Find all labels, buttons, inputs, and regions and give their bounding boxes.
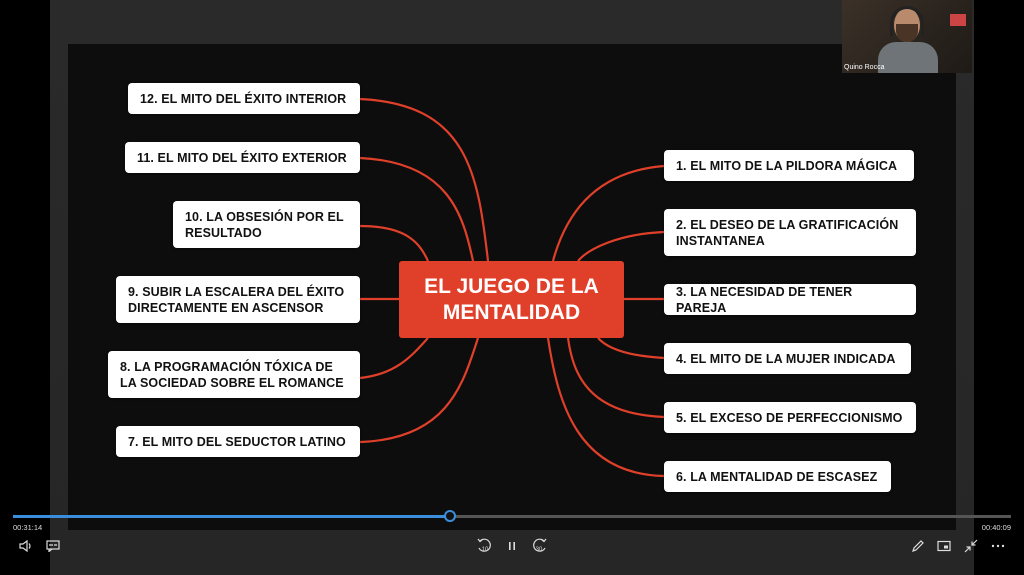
subtitles-button[interactable]: [43, 537, 63, 555]
miniplayer-icon: [937, 540, 951, 552]
node-4: 4. EL MITO DE LA MUJER INDICADA: [664, 343, 911, 374]
more-button[interactable]: [988, 537, 1008, 555]
node-7: 7. EL MITO DEL SEDUCTOR LATINO: [116, 426, 360, 457]
node-10: 10. LA OBSESIÓN POR EL RESULTADO: [173, 201, 360, 248]
current-time: 00:31:14: [13, 523, 43, 532]
volume-icon: [19, 540, 31, 552]
center-title: EL JUEGO DE LA MENTALIDAD: [424, 274, 599, 324]
node-1-label: 1. EL MITO DE LA PILDORA MÁGICA: [676, 158, 898, 173]
node-2: 2. EL DESEO DE LA GRATIFICACIÓN INSTANTA…: [664, 209, 916, 256]
letterbox-right: [974, 0, 1024, 575]
node-3-label: 3. LA NECESIDAD DE TENER PAREJA: [676, 284, 853, 315]
node-1: 1. EL MITO DE LA PILDORA MÁGICA: [664, 150, 914, 181]
forward-icon: 30: [533, 538, 547, 553]
edit-button[interactable]: [908, 537, 928, 555]
seek-bar-progress: [13, 515, 450, 518]
exit-fullscreen-icon: [964, 539, 978, 553]
headset-icon: [890, 6, 924, 36]
node-6: 6. LA MENTALIDAD DE ESCASEZ: [664, 461, 891, 492]
rewind-icon: 10: [477, 538, 491, 553]
rewind-10-button[interactable]: 10: [475, 537, 495, 555]
subtitles-icon: [46, 540, 60, 552]
play-pause-button[interactable]: [502, 537, 522, 555]
exit-fullscreen-button[interactable]: [961, 537, 981, 555]
node-5: 5. EL EXCESO DE PERFECCIONISMO: [664, 402, 916, 433]
node-6-label: 6. LA MENTALIDAD DE ESCASEZ: [676, 469, 878, 484]
pen-icon: [912, 540, 924, 552]
background-object: [950, 14, 966, 26]
node-9-label: 9. SUBIR LA ESCALERA DEL ÉXITO DIRECTAME…: [128, 284, 345, 315]
forward-label: 30: [536, 547, 543, 553]
node-2-label: 2. EL DESEO DE LA GRATIFICACIÓN INSTANTA…: [676, 217, 899, 248]
center-topic: EL JUEGO DE LA MENTALIDAD: [399, 261, 624, 338]
node-10-label: 10. LA OBSESIÓN POR EL RESULTADO: [185, 209, 344, 240]
mind-map-slide: 12. EL MITO DEL ÉXITO INTERIOR 11. EL MI…: [68, 44, 956, 530]
node-4-label: 4. EL MITO DE LA MUJER INDICADA: [676, 351, 896, 366]
node-5-label: 5. EL EXCESO DE PERFECCIONISMO: [676, 410, 903, 425]
pause-icon: [509, 542, 515, 550]
node-9: 9. SUBIR LA ESCALERA DEL ÉXITO DIRECTAME…: [116, 276, 360, 323]
node-3: 3. LA NECESIDAD DE TENER PAREJA: [664, 284, 916, 315]
miniplayer-button[interactable]: [934, 537, 954, 555]
volume-button[interactable]: [16, 537, 36, 555]
node-12-label: 12. EL MITO DEL ÉXITO INTERIOR: [140, 91, 347, 106]
total-time: 00:40:09: [981, 523, 1011, 532]
forward-30-button[interactable]: 30: [529, 537, 549, 555]
node-8-label: 8. LA PROGRAMACIÓN TÓXICA DE LA SOCIEDAD…: [120, 359, 344, 390]
node-7-label: 7. EL MITO DEL SEDUCTOR LATINO: [128, 434, 346, 449]
rewind-label: 10: [482, 547, 489, 553]
node-11: 11. EL MITO DEL ÉXITO EXTERIOR: [125, 142, 360, 173]
more-icon: [991, 544, 1005, 548]
webcam-overlay: Quino Rocca: [842, 0, 972, 73]
seek-bar[interactable]: [13, 510, 1011, 522]
node-8: 8. LA PROGRAMACIÓN TÓXICA DE LA SOCIEDAD…: [108, 351, 360, 398]
mind-map-connectors: [359, 97, 665, 478]
seek-bar-thumb[interactable]: [443, 510, 456, 522]
node-11-label: 11. EL MITO DEL ÉXITO EXTERIOR: [137, 150, 347, 165]
webcam-name: Quino Rocca: [844, 64, 885, 71]
letterbox-left: [0, 0, 50, 575]
presenter-body: [878, 42, 938, 73]
node-12: 12. EL MITO DEL ÉXITO INTERIOR: [128, 83, 360, 114]
